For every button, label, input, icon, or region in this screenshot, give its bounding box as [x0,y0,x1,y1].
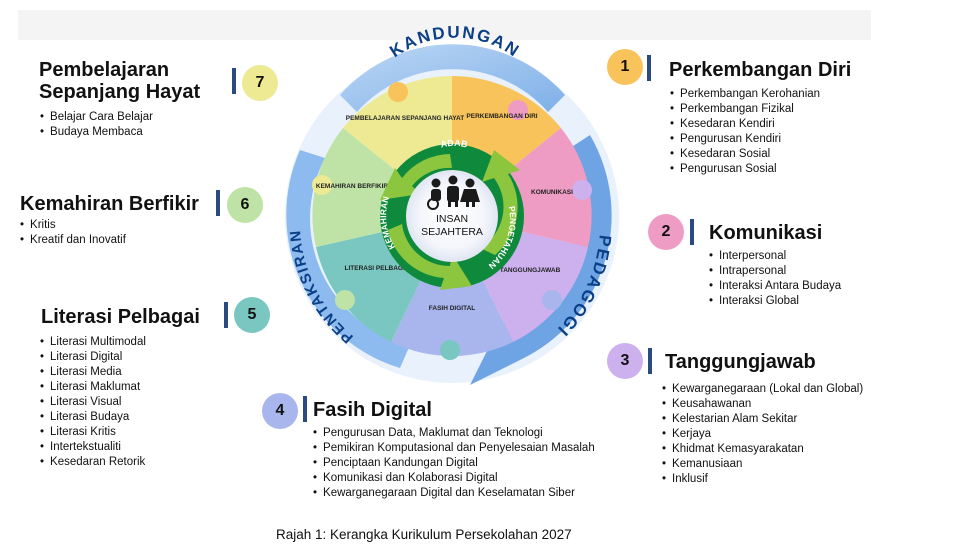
element-1-list: Perkembangan Kerohanian Perkembangan Fiz… [670,87,820,177]
header-band [18,10,871,40]
ring-text-adab: ADAB [439,138,468,150]
list-item: Pengurusan Sosial [670,162,820,177]
puzzle-label-7: PEMBELAJARAN SEPANJANG HAYAT [346,115,464,122]
element-1-title: Perkembangan Diri [669,59,852,81]
element-4-title: Fasih Digital [313,399,432,421]
element-4-bar [303,396,307,422]
element-7-list: Belajar Cara Belajar Budaya Membaca [40,110,153,140]
list-item: Pengurusan Data, Maklumat dan Teknologi [313,426,595,441]
list-item: Komunikasi dan Kolaborasi Digital [313,471,595,486]
list-item: Kewarganegaraan (Lokal dan Global) [662,382,863,397]
element-5-bar [224,302,228,328]
arrow-bottom-left [388,224,472,290]
list-item: Literasi Multimodal [40,335,146,350]
list-item: Kritis [20,218,126,233]
list-item: Penciptaan Kandungan Digital [313,456,595,471]
element-3-bar [648,348,652,374]
list-item: Kewarganegaraan Digital dan Keselamatan … [313,486,595,501]
list-item: Perkembangan Fizikal [670,102,820,117]
list-item: Literasi Visual [40,395,146,410]
element-5-list: Literasi Multimodal Literasi Digital Lit… [40,335,146,470]
list-item: Intrapersonal [709,264,841,279]
element-4-list: Pengurusan Data, Maklumat dan Teknologi … [313,426,595,501]
center-label-line2: SEJAHTERA [421,226,483,238]
puzzle-label-3: TANGGUNGJAWAB [500,267,561,274]
list-item: Kesedaran Kendiri [670,117,820,132]
svg-text:ADAB: ADAB [439,138,468,150]
element-7-title-line1: Pembelajaran [39,59,170,81]
element-7-bar [232,68,236,94]
element-1-number: 1 [607,49,643,85]
caption-text: Rajah 1: Kerangka Kurikulum Persekolahan… [276,527,572,542]
list-item: Pengurusan Kendiri [670,132,820,147]
element-2-bar [690,219,694,245]
list-item: Interpersonal [709,249,841,264]
list-item: Literasi Kritis [40,425,146,440]
element-3-number: 3 [607,343,643,379]
list-item: Kreatif dan Inovatif [20,233,126,248]
arrow-top-left [380,154,452,200]
list-item: Perkembangan Kerohanian [670,87,820,102]
element-3-title: Tanggungjawab [665,351,816,373]
element-7-title: Pembelajaran Sepanjang Hayat [39,59,200,103]
center-label-line1: INSAN [436,213,468,225]
element-6-title: Kemahiran Berfikir [20,193,199,215]
element-7-title-line2: Sepanjang Hayat [39,81,201,103]
list-item: Literasi Maklumat [40,380,146,395]
list-item: Kesedaran Retorik [40,455,146,470]
puzzle-label-1: PERKEMBANGAN DIRI [466,113,537,120]
list-item: Intertekstualiti [40,440,146,455]
list-item: Kemanusiaan [662,457,863,472]
list-item: Literasi Media [40,365,146,380]
people-icon [427,175,480,210]
list-item: Khidmat Kemasyarakatan [662,442,863,457]
element-6-bar [216,190,220,216]
element-5-title: Literasi Pelbagai [41,306,200,328]
list-item: Kelestarian Alam Sekitar [662,412,863,427]
list-item: Interaksi Antara Budaya [709,279,841,294]
element-2-list: Interpersonal Intrapersonal Interaksi An… [709,249,841,309]
list-item: Keusahawanan [662,397,863,412]
list-item: Literasi Budaya [40,410,146,425]
element-6-number: 6 [227,187,263,223]
element-5-number: 5 [234,297,270,333]
element-6-list: Kritis Kreatif dan Inovatif [20,218,126,248]
element-1-bar [647,55,651,81]
element-2-title: Komunikasi [709,222,823,244]
list-item: Kesedaran Sosial [670,147,820,162]
element-4-number: 4 [262,393,298,429]
list-item: Pemikiran Komputasional dan Penyelesaian… [313,441,595,456]
puzzle-label-6: KEMAHIRAN BERFIKIR [316,183,389,190]
arrow-right [480,150,520,255]
element-7-number: 7 [242,65,278,101]
list-item: Literasi Digital [40,350,146,365]
list-item: Budaya Membaca [40,125,153,140]
list-item: Kerjaya [662,427,863,442]
pentaksiran-band [286,150,410,368]
list-item: Interaksi Global [709,294,841,309]
element-3-list: Kewarganegaraan (Lokal dan Global) Keusa… [662,382,863,487]
puzzle-label-2: KOMUNIKASI [531,189,573,196]
puzzle-label-5: LITERASI PELBAGAI [344,265,409,272]
kandungan-band [340,44,565,112]
list-item: Inklusif [662,472,863,487]
element-2-number: 2 [648,214,684,250]
puzzle-label-4: FASIH DIGITAL [429,305,475,312]
list-item: Belajar Cara Belajar [40,110,153,125]
